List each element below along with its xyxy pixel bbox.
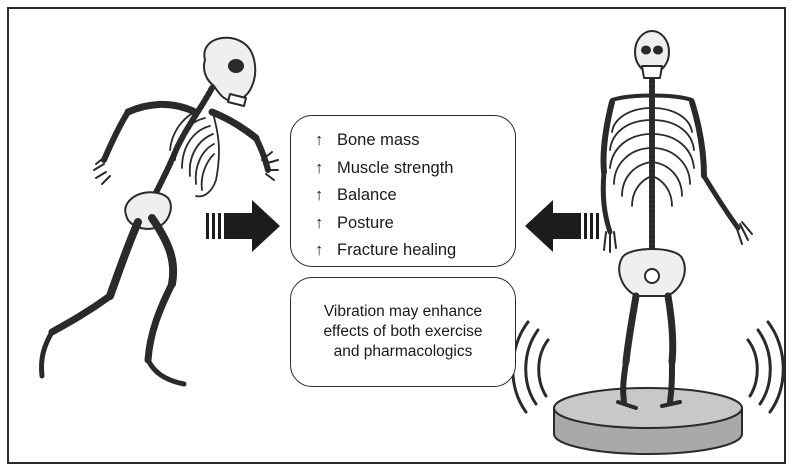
vibration-note-box: Vibration may enhance effects of both ex…	[290, 277, 516, 387]
benefit-list: ↑Bone mass ↑Muscle strength ↑Balance ↑Po…	[315, 127, 515, 265]
benefit-item: ↑Balance	[315, 182, 515, 210]
benefit-item: ↑Muscle strength	[315, 155, 515, 183]
vibration-waves-right	[748, 322, 783, 412]
benefit-item: ↑Fracture healing	[315, 237, 515, 265]
vibration-note-text: Vibration may enhance effects of both ex…	[316, 302, 491, 362]
standing-skeleton-figure	[603, 31, 752, 408]
running-skeleton-figure	[41, 38, 278, 384]
benefit-item: ↑Posture	[315, 210, 515, 238]
benefit-label: Fracture healing	[337, 241, 456, 259]
running-pelvis	[125, 192, 171, 229]
benefit-label: Muscle strength	[337, 159, 453, 177]
benefit-label: Posture	[337, 214, 394, 232]
standing-skull	[635, 31, 669, 78]
benefit-item: ↑Bone mass	[315, 127, 515, 155]
benefit-label: Bone mass	[337, 131, 420, 149]
up-arrow-icon: ↑	[315, 210, 337, 238]
vibration-waves-left	[513, 322, 548, 412]
running-skull	[204, 38, 255, 106]
benefits-box: ↑Bone mass ↑Muscle strength ↑Balance ↑Po…	[290, 115, 516, 267]
vibration-platform	[554, 388, 742, 454]
up-arrow-icon: ↑	[315, 237, 337, 265]
benefit-label: Balance	[337, 186, 397, 204]
running-back-hand	[94, 156, 110, 184]
right-input-arrow	[525, 200, 599, 252]
up-arrow-icon: ↑	[315, 155, 337, 183]
up-arrow-icon: ↑	[315, 127, 337, 155]
left-input-arrow	[206, 200, 280, 252]
up-arrow-icon: ↑	[315, 182, 337, 210]
